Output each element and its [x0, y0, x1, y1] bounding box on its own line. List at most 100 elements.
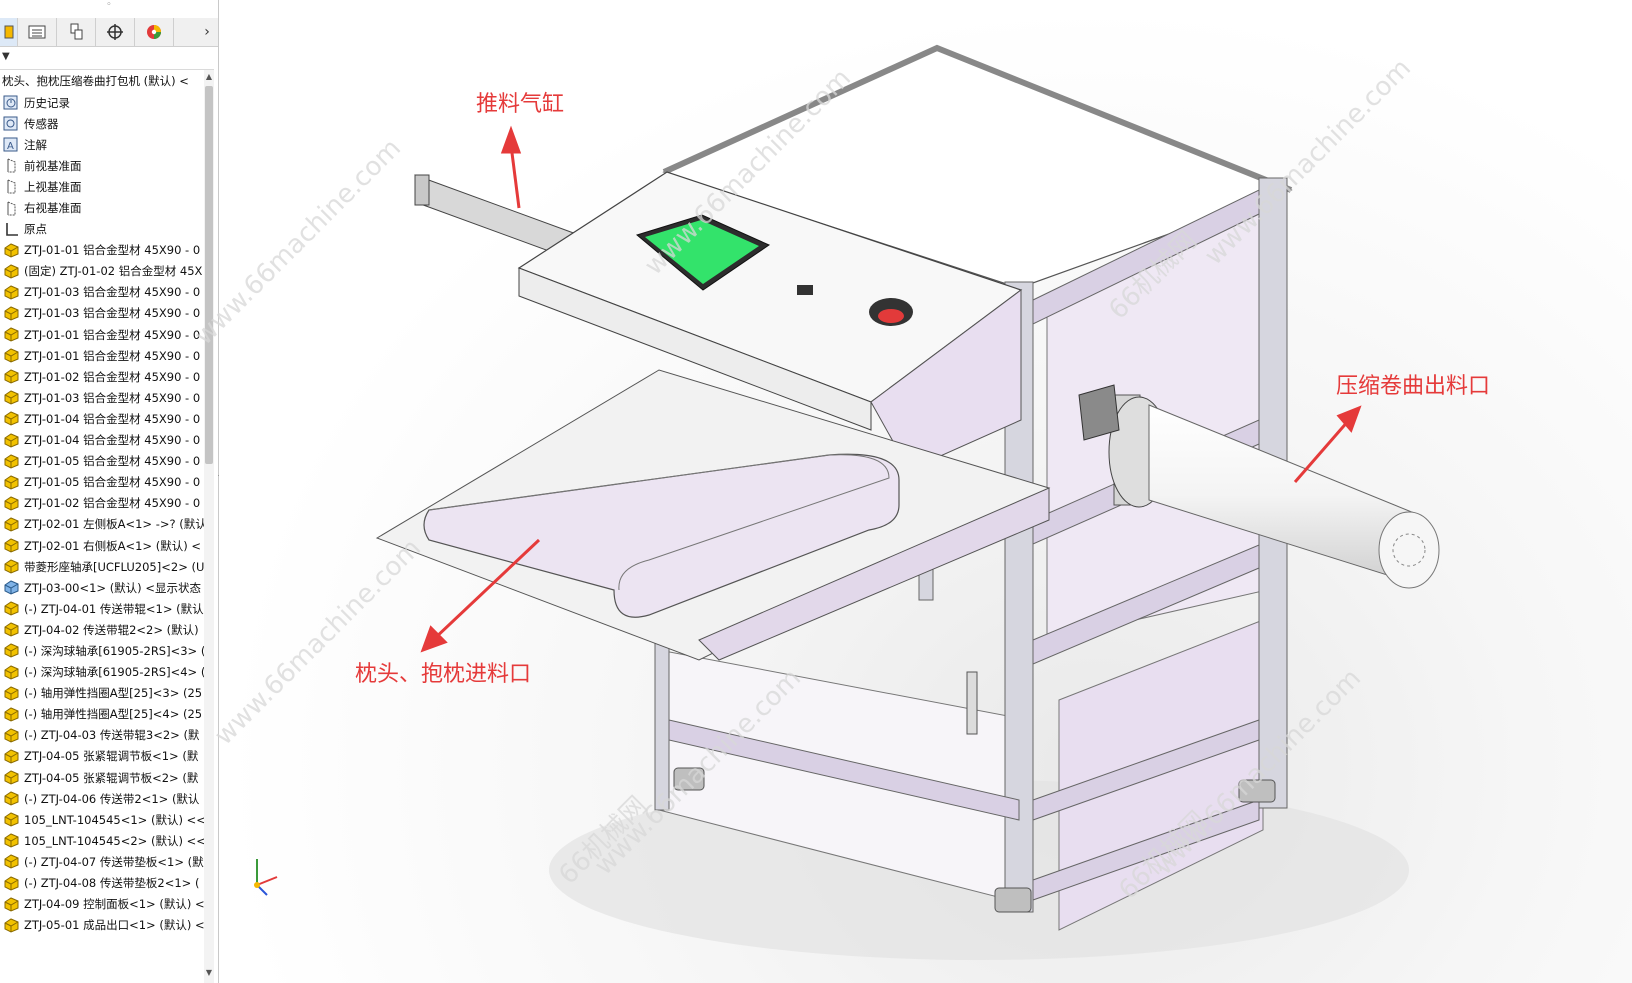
tree-item[interactable]: ZTJ-01-02 铝合金型材 45X90 - 0 [0, 366, 208, 387]
control-panel [517, 171, 1023, 431]
part-icon [3, 875, 20, 892]
origin-icon [3, 221, 20, 238]
tab-display-manager[interactable] [135, 18, 174, 46]
tree-item[interactable]: A 注解 [0, 134, 208, 155]
tree-item-label: 105_LNT-104545<2> (默认) << [24, 833, 206, 848]
tree-item[interactable]: 历史记录 [0, 92, 208, 113]
tree-item[interactable]: (-) 深沟球轴承[61905-2RS]<4> ( [0, 662, 208, 683]
filter-bar[interactable]: ▼ [0, 47, 214, 70]
tree-item-label: ZTJ-02-01 右侧板A<1> (默认) < [24, 538, 201, 553]
part-icon [3, 558, 20, 575]
tree-item-label: 注解 [24, 137, 47, 152]
tree-item[interactable]: ZTJ-04-09 控制面板<1> (默认) < [0, 894, 208, 915]
tree-item-label: ZTJ-01-01 铝合金型材 45X90 - 0 [24, 327, 201, 342]
tree-item-label: 带菱形座轴承[UCFLU205]<2> (U [24, 559, 205, 574]
panel-switch [797, 285, 813, 295]
tab-property-manager[interactable] [18, 18, 57, 46]
tree-item-label: 原点 [24, 222, 47, 237]
label-push-cylinder: 推料气缸 [476, 92, 565, 117]
part-icon [3, 410, 20, 427]
tree-item[interactable]: (-) 深沟球轴承[61905-2RS]<3> ( [0, 640, 208, 661]
tree-item[interactable]: ZTJ-01-03 铝合金型材 45X90 - 0 [0, 282, 208, 303]
part-icon [3, 811, 20, 828]
tab-dimxpert-manager[interactable] [96, 18, 135, 46]
tree-item[interactable]: ZTJ-01-02 铝合金型材 45X90 - 0 [0, 493, 208, 514]
machine-model[interactable] [219, 0, 1632, 983]
part-icon [3, 896, 20, 913]
tree-item[interactable]: ZTJ-01-01 铝合金型材 45X90 - 0 [0, 324, 208, 345]
part-icon [3, 853, 20, 870]
bearing-seat [1078, 384, 1120, 441]
dimxpert-icon [107, 24, 123, 40]
tree-item[interactable]: ZTJ-04-05 张紧辊调节板<1> (默 [0, 746, 208, 767]
tree-item-label: ZTJ-01-01 铝合金型材 45X90 - 0 [24, 243, 201, 258]
tree-item[interactable]: ZTJ-04-05 张紧辊调节板<2> (默 [0, 767, 208, 788]
tree-item-label: 前视基准面 [24, 158, 82, 173]
part-icon [3, 347, 20, 364]
tree-item[interactable]: (-) ZTJ-04-03 传送带辊3<2> (默 [0, 725, 208, 746]
graphics-viewport[interactable]: www.66machine.com www.66machine.com www.… [189, 0, 1632, 983]
tree-item[interactable]: 105_LNT-104545<1> (默认) << [0, 809, 208, 830]
tab-configuration-manager[interactable] [57, 18, 96, 46]
tree-item[interactable]: 105_LNT-104545<2> (默认) << [0, 830, 208, 851]
tree-item[interactable]: ZTJ-01-04 铝合金型材 45X90 - 0 [0, 430, 208, 451]
tree-item[interactable]: ZTJ-02-01 右侧板A<1> (默认) < [0, 535, 208, 556]
property-manager-icon [28, 25, 46, 39]
leveling-feet [673, 767, 1276, 913]
tree-item[interactable]: ZTJ-01-03 铝合金型材 45X90 - 0 [0, 387, 208, 408]
tree-item-label: 105_LNT-104545<1> (默认) << [24, 812, 206, 827]
tree-item[interactable]: 上视基准面 [0, 176, 208, 197]
tree-item[interactable]: ZTJ-01-01 铝合金型材 45X90 - 0 [0, 345, 208, 366]
tabs-more-chevron-icon[interactable]: › [204, 24, 210, 40]
tree-item[interactable]: (固定) ZTJ-01-02 铝合金型材 45X [0, 261, 208, 282]
tree-item-label: (-) ZTJ-04-07 传送带垫板<1> (默 [24, 854, 204, 869]
tree-item-label: (-) ZTJ-04-06 传送带2<1> (默认 [24, 791, 200, 806]
tree-item[interactable]: ZTJ-02-01 左侧板A<1> ->? (默认 [0, 514, 208, 535]
annotation-arrows [420, 125, 1362, 653]
filter-icon[interactable]: ▼ [2, 51, 10, 62]
tree-item[interactable]: 传感器 [0, 113, 208, 134]
feature-manager-tabs: › [0, 18, 218, 47]
tab-feature-manager[interactable] [0, 18, 18, 46]
panel-grip[interactable]: ◦ [106, 0, 112, 10]
tree-item[interactable]: (-) ZTJ-04-01 传送带辊<1> (默认 [0, 598, 208, 619]
tree-item[interactable]: (-) 轴用弹性挡圈A型[25]<3> (25 [0, 683, 208, 704]
part-icon [3, 368, 20, 385]
tree-item[interactable]: 右视基准面 [0, 197, 208, 218]
tree-item[interactable]: 带菱形座轴承[UCFLU205]<2> (U [0, 556, 208, 577]
scroll-up-icon[interactable]: ▲ [205, 72, 213, 81]
tree-item-label: ZTJ-02-01 左侧板A<1> ->? (默认 [24, 517, 207, 532]
tree-item[interactable]: (-) ZTJ-04-07 传送带垫板<1> (默 [0, 851, 208, 872]
tree-root-label: 枕头、抱枕压缩卷曲打包机 (默认) < [2, 74, 189, 88]
tree-item[interactable]: (-) ZTJ-04-06 传送带2<1> (默认 [0, 788, 208, 809]
tree-item[interactable]: ZTJ-04-02 传送带辊2<2> (默认) [0, 619, 208, 640]
tree-root-assembly[interactable]: 枕头、抱枕压缩卷曲打包机 (默认) < [2, 73, 212, 91]
tree-scrollbar[interactable] [204, 70, 214, 983]
tree-item[interactable]: ZTJ-01-01 铝合金型材 45X90 - 0 [0, 240, 208, 261]
part-icon [3, 453, 20, 470]
scroll-down-icon[interactable]: ▼ [205, 968, 213, 977]
tree-item-label: (-) ZTJ-04-01 传送带辊<1> (默认 [24, 601, 204, 616]
tree-item[interactable]: (-) ZTJ-04-08 传送带垫板2<1> ( [0, 872, 208, 893]
tree-item[interactable]: ZTJ-01-03 铝合金型材 45X90 - 0 [0, 303, 208, 324]
tree-item[interactable]: 前视基准面 [0, 155, 208, 176]
tree-item[interactable]: ZTJ-05-01 成品出口<1> (默认) < [0, 915, 208, 936]
tree-item[interactable]: ZTJ-01-05 铝合金型材 45X90 - 0 [0, 472, 208, 493]
tree-item-label: ZTJ-01-04 铝合金型材 45X90 - 0 [24, 433, 201, 448]
tree-item-label: ZTJ-01-05 铝合金型材 45X90 - 0 [24, 454, 201, 469]
hmi-screen-display [645, 220, 759, 284]
sensor-icon [3, 115, 20, 132]
tree-item[interactable]: ZTJ-01-04 铝合金型材 45X90 - 0 [0, 408, 208, 429]
tree-item-label: (-) 深沟球轴承[61905-2RS]<3> ( [24, 643, 206, 658]
assembly-icon [3, 579, 20, 596]
tree-item-label: (-) 轴用弹性挡圈A型[25]<4> (25 [24, 707, 203, 722]
part-icon [3, 537, 20, 554]
tree-item[interactable]: ZTJ-01-05 铝合金型材 45X90 - 0 [0, 451, 208, 472]
tree-item[interactable]: (-) 轴用弹性挡圈A型[25]<4> (25 [0, 704, 208, 725]
part-icon [3, 600, 20, 617]
view-triad [254, 859, 278, 896]
tree-item[interactable]: 原点 [0, 219, 208, 240]
svg-text:A: A [7, 141, 14, 152]
tree-item[interactable]: ZTJ-03-00<1> (默认) <显示状态 [0, 577, 208, 598]
tree-scroll-thumb[interactable] [205, 86, 213, 464]
